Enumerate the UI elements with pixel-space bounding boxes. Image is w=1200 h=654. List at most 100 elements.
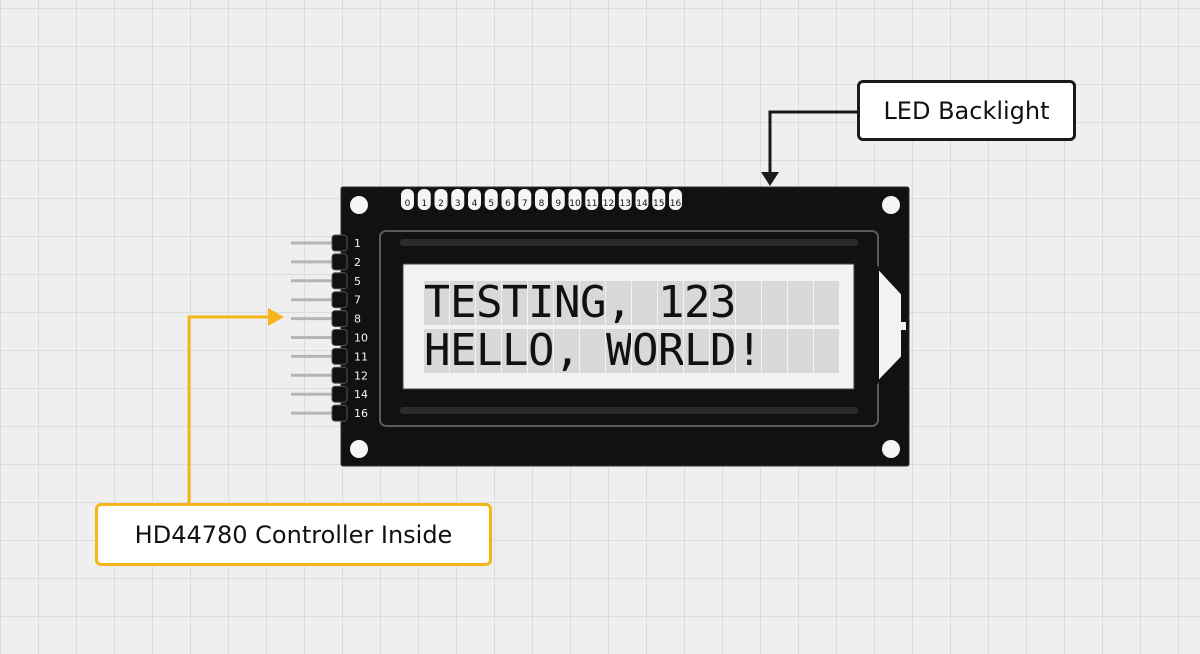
led-backlight-label: LED Backlight: [883, 96, 1050, 125]
top-pin-pad: [568, 189, 582, 210]
top-pin-label: 5: [488, 199, 494, 209]
controller-arrow-head: [268, 308, 284, 326]
top-pin-label: 0: [405, 199, 411, 209]
top-pin-label: 15: [653, 199, 664, 209]
top-pin-label: 16: [670, 199, 682, 209]
side-pin-label: 1: [354, 237, 361, 250]
lcd-character-cell: [580, 329, 605, 373]
lcd-character-cell: O: [528, 329, 553, 373]
lcd-character-cell: I: [528, 281, 553, 325]
side-pin-header: [331, 272, 348, 290]
top-pin-label: 9: [555, 199, 561, 209]
bezel-top-bar: [400, 239, 858, 246]
top-pin-pad: [468, 189, 481, 210]
top-pin-pad: [551, 189, 565, 210]
side-pin-header: [331, 366, 348, 384]
lcd-character-cell: L: [476, 329, 501, 373]
lcd-character-cell: G: [580, 281, 605, 325]
lcd-character-cell: L: [502, 329, 527, 373]
lcd-character-cell: [762, 329, 787, 373]
side-pin-header: [331, 291, 348, 309]
top-pin-pad: [618, 189, 632, 210]
top-pin-pad: [401, 189, 414, 210]
lcd-character-cell: S: [476, 281, 501, 325]
top-pin-label: 6: [505, 199, 511, 209]
lcd-character-cell: 3: [710, 281, 735, 325]
lcd-character-cell: !: [736, 329, 761, 373]
top-pin-label: 13: [620, 199, 631, 209]
side-pin-label: 16: [354, 407, 368, 420]
lcd-character-cell: [632, 281, 657, 325]
top-pin-label: 2: [438, 199, 444, 209]
top-pin-label: 12: [603, 199, 614, 209]
lcd-character-cell: [814, 329, 839, 373]
lcd-character-cell: O: [632, 329, 657, 373]
side-pin-header: [331, 310, 348, 328]
lcd-character-cell: W: [606, 329, 631, 373]
side-pin-header: [331, 404, 348, 422]
top-pin-label: 11: [586, 199, 597, 209]
backlight-connector-tab: [877, 265, 903, 385]
side-pin-header: [331, 385, 348, 403]
side-pin-label: 14: [354, 388, 368, 401]
lcd-character-cell: T: [424, 281, 449, 325]
lcd-character-cell: 2: [684, 281, 709, 325]
lcd-character-cell: E: [450, 329, 475, 373]
top-pin-pad: [417, 189, 431, 210]
top-pin-pad: [518, 189, 532, 210]
mounting-hole-bottom-left: [350, 440, 368, 458]
top-pin-label: 14: [636, 199, 648, 209]
side-pin-label: 10: [354, 332, 368, 345]
bezel-bottom-bar: [400, 407, 858, 414]
top-pin-pad: [669, 189, 682, 210]
lcd-character-cell: 1: [658, 281, 683, 325]
top-pin-label: 4: [472, 199, 478, 209]
top-pin-pad: [434, 189, 448, 210]
controller-arrow-line: [187, 315, 270, 503]
lcd-character-cell: H: [424, 329, 449, 373]
top-pin-pad: [535, 189, 548, 210]
top-pin-label: 10: [569, 199, 581, 209]
top-pin-pad: [451, 189, 465, 210]
mounting-hole-top-right: [882, 196, 900, 214]
top-pin-label: 7: [522, 199, 528, 209]
top-pin-label: 8: [539, 199, 545, 209]
side-pin-header: [331, 329, 348, 346]
top-pin-pad: [652, 189, 666, 210]
controller-callout: HD44780 Controller Inside: [95, 503, 492, 566]
top-pin-pad: [602, 189, 615, 210]
side-pin-label: 2: [354, 256, 361, 269]
lcd-character-cell: N: [554, 281, 579, 325]
backlight-arrow-line: [768, 110, 857, 174]
top-pin-label: 1: [421, 199, 427, 209]
lcd-character-cell: T: [502, 281, 527, 325]
lcd-character-cell: E: [450, 281, 475, 325]
lcd-character-cell: ,: [554, 329, 579, 373]
lcd-character-cell: [814, 281, 839, 325]
lcd-character-cell: ,: [606, 281, 631, 325]
lcd-character-cell: R: [658, 329, 683, 373]
side-pin-label: 7: [354, 294, 361, 307]
controller-label: HD44780 Controller Inside: [134, 520, 453, 549]
side-pin-label: 5: [354, 275, 361, 288]
lcd-character-cell: L: [684, 329, 709, 373]
top-pin-pad: [501, 189, 515, 210]
top-pin-pad: [635, 189, 649, 210]
side-pin-label: 11: [354, 350, 368, 363]
mounting-hole-bottom-right: [882, 440, 900, 458]
side-pin-header: [331, 253, 348, 271]
lcd-character-cell: D: [710, 329, 735, 373]
mounting-hole-top-left: [350, 196, 368, 214]
side-pin-label: 12: [354, 369, 368, 382]
top-pin-pad: [585, 189, 599, 210]
top-pin-pad: [484, 189, 498, 210]
side-pin-header: [331, 347, 348, 365]
led-backlight-callout: LED Backlight: [857, 80, 1076, 141]
side-pin-label: 8: [354, 313, 361, 326]
lcd-character-cell: [736, 281, 761, 325]
lcd-character-cell: [788, 281, 813, 325]
